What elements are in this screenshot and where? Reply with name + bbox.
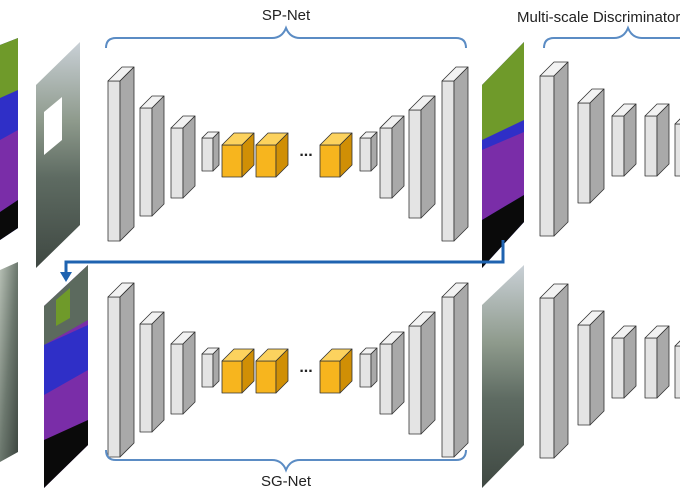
discriminator-brace [543, 25, 680, 49]
left-partial-street-photo-bottom [0, 262, 18, 462]
discriminator-bottom-layer-5 [674, 340, 680, 399]
sp-net-conv-layer-8 [359, 131, 378, 172]
discriminator-top-layer-5 [674, 118, 680, 177]
discriminator-bottom-layer-4 [644, 325, 670, 399]
segmentation-input-bottom [44, 265, 88, 488]
discriminator-top-layer-4 [644, 103, 670, 177]
discriminator-bottom-layer-3 [611, 325, 637, 399]
sg-net-conv-layer-11 [441, 282, 469, 458]
discriminator-layers-bottom [539, 283, 680, 459]
sp-net-resblock-6 [255, 132, 289, 178]
discriminator-top-layer-3 [611, 103, 637, 177]
sg-net-conv-layer-10 [408, 311, 436, 435]
sg-net-brace [105, 449, 467, 473]
sp-net-conv-layer-10 [408, 95, 436, 219]
sg-net-conv-layer-9 [379, 331, 405, 415]
discriminator-top-layer-2 [577, 88, 605, 204]
sg-net-resblock-6 [255, 348, 289, 394]
sp-net-layers [107, 66, 469, 242]
sp-net-resblock-7 [319, 132, 353, 178]
sg-net-conv-layer-1 [107, 282, 135, 458]
discriminator-bottom-layer-1 [539, 283, 569, 459]
discriminator-top-layer-1 [539, 61, 569, 237]
feedback-arrow [64, 240, 505, 272]
masked-input-photo [36, 42, 80, 268]
generated-street-photo [482, 265, 524, 488]
mask-region [44, 97, 62, 155]
sp-net-label: SP-Net [262, 7, 311, 24]
sp-net-conv-layer-3 [170, 115, 196, 199]
ellipsis-bottom: ... [299, 359, 312, 376]
discriminator-layers-top [539, 61, 680, 237]
discriminator-label: Multi-scale Discriminator [517, 9, 680, 26]
predicted-segmentation-output [482, 42, 524, 268]
sp-net-conv-layer-2 [139, 95, 165, 217]
sp-net-conv-layer-1 [107, 66, 135, 242]
sg-net-conv-layer-4 [201, 347, 220, 388]
left-partial-segmentation-top [0, 38, 18, 240]
discriminator-bottom-layer-2 [577, 310, 605, 426]
sg-net-conv-layer-2 [139, 311, 165, 433]
sp-net-resblock-5 [221, 132, 255, 178]
sg-net-resblock-7 [319, 348, 353, 394]
sp-net-conv-layer-11 [441, 66, 469, 242]
sg-net-layers [107, 282, 469, 458]
sp-net-conv-layer-4 [201, 131, 220, 172]
sg-net-conv-layer-8 [359, 347, 378, 388]
sg-net-label: SG-Net [261, 473, 312, 490]
sg-net-resblock-5 [221, 348, 255, 394]
sg-net-conv-layer-3 [170, 331, 196, 415]
sp-net-brace [105, 25, 467, 49]
feedback-arrowhead [60, 272, 72, 282]
sp-net-conv-layer-9 [379, 115, 405, 199]
ellipsis-top: ... [299, 143, 312, 160]
